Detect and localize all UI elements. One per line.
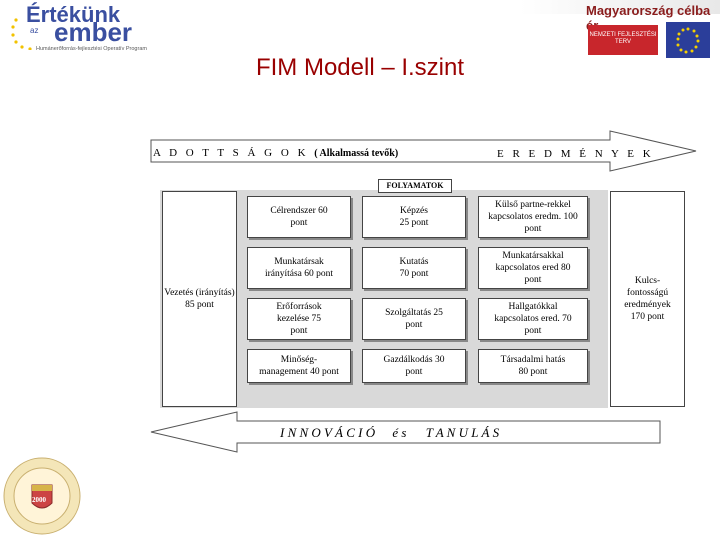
process-cell: Gazdálkodás 30 pont	[362, 349, 466, 383]
processes-label: FOLYAMATOK	[378, 179, 452, 193]
key-results-box: Kulcs-fontosságú eredmények 170 pont	[610, 191, 685, 407]
innovation-text: I N N O V Á C I Ó	[280, 425, 376, 440]
eu-flag-icon	[666, 22, 710, 58]
process-cell: Erőforrások kezelése 75 pont	[247, 298, 351, 340]
logo-az: az	[30, 26, 39, 35]
nft-logo: NEMZETI FEJLESZTÉSI TERV	[588, 25, 658, 55]
university-seal-icon: 2000	[2, 455, 82, 537]
process-cell: Célrendszer 60 pont	[247, 196, 351, 238]
result-cell: Társadalmi hatás 80 pont	[478, 349, 588, 383]
result-cell: Külső partne-rekkel kapcsolatos eredm. 1…	[478, 196, 588, 238]
process-cell: Kutatás 70 pont	[362, 247, 466, 289]
and-text: é s	[392, 425, 407, 440]
process-cell: Minőség- management 40 pont	[247, 349, 351, 383]
capabilities-text: A D O T T S Á G O K	[153, 147, 309, 159]
result-cell: Hallgatókkal kapcsolatos ered. 70 pont	[478, 298, 588, 340]
result-cell: Munkatársakkal kapcsolatos ered 80 pont	[478, 247, 588, 289]
results-label: E R E D M É N Y E K	[497, 148, 654, 160]
nft-label: NEMZETI FEJLESZTÉSI TERV	[589, 32, 657, 45]
header-bar	[520, 0, 720, 14]
page-title: FIM Modell – I.szint	[255, 54, 465, 81]
process-cell: Munkatársak irányítása 60 pont	[247, 247, 351, 289]
bottom-arrow	[150, 411, 661, 453]
stars-icon	[10, 10, 40, 51]
process-cell: Képzés 25 pont	[362, 196, 466, 238]
innovation-label: I N N O V Á C I Ó é s T A N U L Á S	[280, 425, 499, 441]
capabilities-subtext: ( Alkalmassá tevők)	[314, 148, 399, 159]
process-cell: Szolgáltatás 25 pont	[362, 298, 466, 340]
program-logo: Értékünk az ember Humánerőforrás-fejlesz…	[10, 2, 150, 64]
leadership-box: Vezetés (irányítás) 85 pont	[162, 191, 237, 407]
seal-year: 2000	[32, 496, 46, 504]
capabilities-label: A D O T T S Á G O K ( Alkalmassá tevők)	[153, 147, 398, 159]
logo-subtitle: Humánerőforrás-fejlesztési Operatív Prog…	[36, 46, 147, 52]
learning-text: T A N U L Á S	[425, 425, 500, 440]
logo-line1: Értékünk	[26, 2, 121, 27]
logo-line2: ember	[54, 17, 133, 47]
top-arrow	[150, 130, 697, 172]
